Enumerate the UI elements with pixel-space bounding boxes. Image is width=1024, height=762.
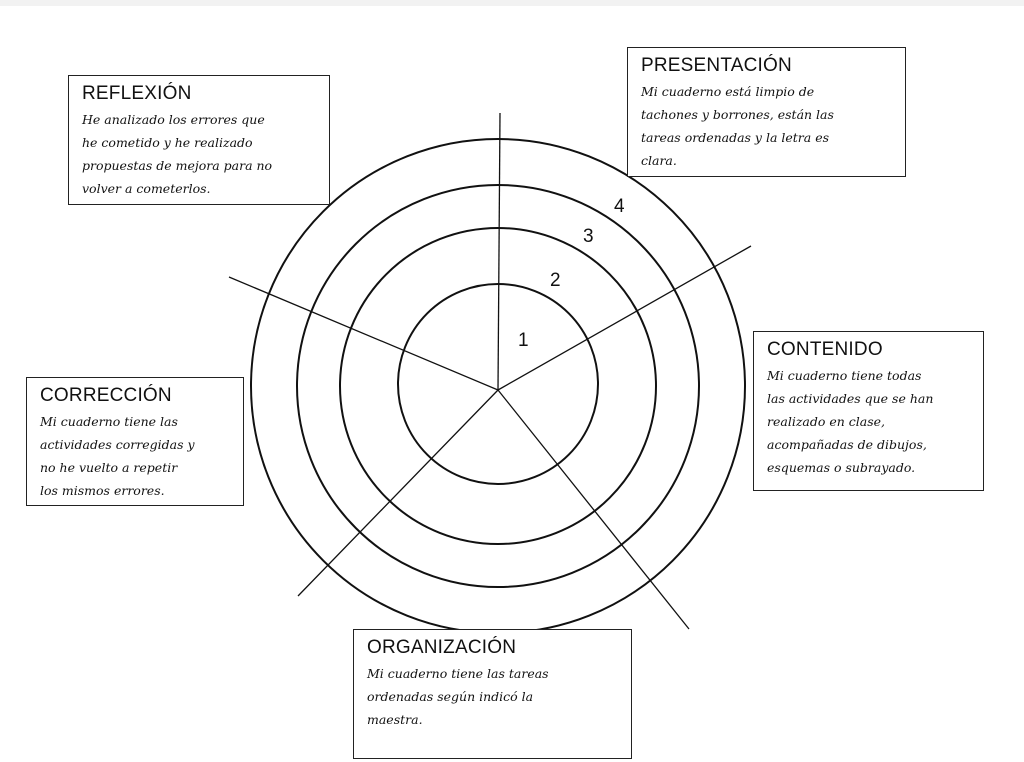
ring-label-4: 4 [614,196,625,217]
card-presentacion: PRESENTACIÓN Mi cuaderno está limpio de … [627,47,906,177]
axis-correccion [297,389,499,597]
card-title: CORRECCIÓN [40,385,172,406]
card-line: tachones y borrones, están las [641,107,834,122]
card-title: ORGANIZACIÓN [367,637,517,658]
card-line: volver a cometerlos. [82,181,211,196]
card-title: REFLEXIÓN [82,83,192,104]
card-correccion: CORRECCIÓN Mi cuaderno tiene las activid… [26,377,244,506]
axis-presentacion [497,112,501,391]
card-line: He analizado los errores que [82,112,265,127]
card-line: propuestas de mejora para no [82,158,273,173]
card-description: Mi cuaderno tiene las actividades correg… [40,410,233,502]
card-line: he cometido y he realizado [82,135,253,150]
axis-organizacion [497,389,690,630]
card-line: maestra. [367,712,423,727]
axis-reflexion [228,276,499,391]
card-line: realizado en clase, [767,414,886,429]
card-organizacion: ORGANIZACIÓN Mi cuaderno tiene las tarea… [353,629,632,759]
card-description: Mi cuaderno tiene todas las actividades … [767,364,973,479]
card-line: ordenadas según indicó la [367,689,534,704]
card-description: He analizado los errores que he cometido… [82,108,319,200]
card-line: tareas ordenadas y la letra es [641,130,830,145]
card-title: CONTENIDO [767,339,883,360]
card-line: actividades corregidas y [40,437,195,452]
axis-contenido [497,245,752,391]
card-reflexion: REFLEXIÓN He analizado los errores que h… [68,75,330,205]
ring-label-2: 2 [550,270,561,291]
card-line: esquemas o subrayado. [767,460,916,475]
ring-label-3: 3 [583,226,594,247]
ring-label-1: 1 [518,330,529,351]
card-line: no he vuelto a repetir [40,460,178,475]
card-description: Mi cuaderno tiene las tareas ordenadas s… [367,662,621,731]
card-line: Mi cuaderno tiene todas [767,368,922,383]
card-line: Mi cuaderno tiene las [40,414,178,429]
card-contenido: CONTENIDO Mi cuaderno tiene todas las ac… [753,331,984,491]
card-title: PRESENTACIÓN [641,55,792,76]
card-line: acompañadas de dibujos, [767,437,927,452]
card-line: Mi cuaderno tiene las tareas [367,666,549,681]
ring-3 [296,184,700,588]
card-line: Mi cuaderno está limpio de [641,84,815,99]
card-line: los mismos errores. [40,483,165,498]
card-line: las actividades que se han [767,391,934,406]
card-description: Mi cuaderno está limpio de tachones y bo… [641,80,895,172]
ring-2 [339,227,657,545]
card-line: clara. [641,153,677,168]
top-edge-band [0,0,1024,6]
ring-1 [397,283,599,485]
